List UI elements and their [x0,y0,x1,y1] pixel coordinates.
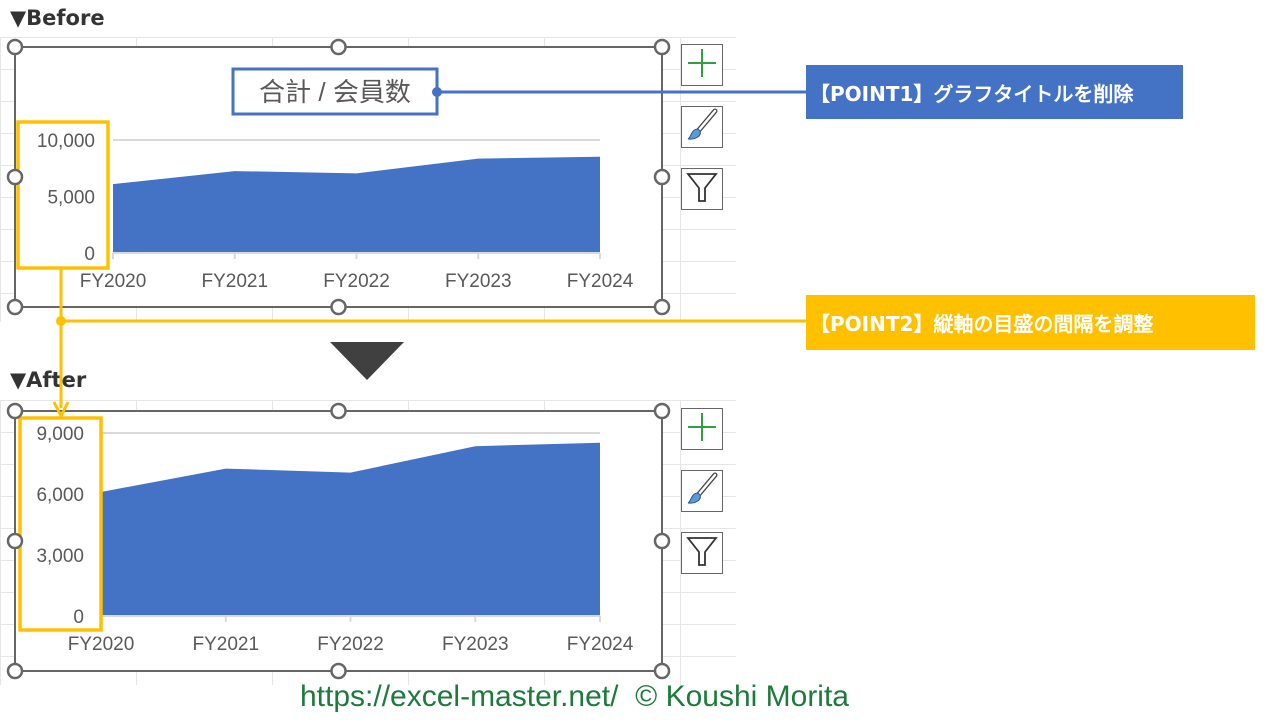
area-series [113,156,600,253]
arrow-head-icon [52,401,70,420]
plus-icon [685,46,719,84]
resize-handle[interactable] [330,298,347,316]
plus-chart-button[interactable] [681,408,723,450]
resize-handle[interactable] [653,402,671,420]
chart-title: 合計 / 会員数 [259,77,411,107]
resize-handle[interactable] [330,402,347,420]
resize-handle[interactable] [653,532,671,550]
footer-credit: https://excel-master.net/ © Koushi Morit… [300,680,849,713]
plus-chart-button[interactable] [681,44,723,86]
filter-icon [685,170,719,208]
brush-icon [685,108,719,146]
resize-handle[interactable] [6,38,24,56]
resize-handle[interactable] [330,38,347,56]
y-tick-label: 10,000 [37,131,95,152]
point1-callout: 【POINT1】グラフタイトルを削除 [806,65,1183,119]
y-tick-label: 0 [73,607,84,628]
brush-icon [685,472,719,510]
x-tick-label: FY2023 [445,271,512,292]
resize-handle[interactable] [6,662,24,680]
resize-handle[interactable] [653,168,671,186]
filter-chart-button[interactable] [681,168,723,210]
before-label: ▼Before [10,6,105,30]
brush-chart-button[interactable] [681,106,723,148]
x-tick-label: FY2022 [317,634,384,655]
x-tick-label: FY2023 [442,634,509,655]
resize-handle[interactable] [653,298,671,316]
chart-title-highlight [231,67,439,116]
point1-connector-dot [432,87,442,97]
resize-handle[interactable] [653,662,671,680]
resize-handle[interactable] [6,168,24,186]
brush-chart-button[interactable] [681,470,723,512]
point2-callout: 【POINT2】縦軸の目盛の間隔を調整 [806,295,1255,350]
x-tick-label: FY2020 [80,271,147,292]
plus-icon [685,410,719,448]
resize-handle[interactable] [6,532,24,550]
resize-handle[interactable] [6,402,24,420]
y-tick-label: 5,000 [47,188,95,209]
down-arrow-icon [330,342,404,380]
y-tick-label: 3,000 [36,546,84,567]
x-tick-label: FY2020 [68,634,135,655]
axis-highlight [16,120,110,270]
after-label: ▼After [10,368,87,392]
y-tick-label: 0 [84,244,95,265]
x-tick-label: FY2024 [567,271,634,292]
area-series [101,442,600,616]
resize-handle[interactable] [6,298,24,316]
filter-chart-button[interactable] [681,532,723,574]
x-tick-label: FY2021 [201,271,268,292]
filter-icon [685,534,719,572]
y-tick-label: 9,000 [36,424,84,445]
x-tick-label: FY2022 [323,271,390,292]
point2-connector-dot [56,316,66,326]
y-tick-label: 6,000 [36,485,84,506]
resize-handle[interactable] [653,38,671,56]
x-tick-label: FY2021 [192,634,259,655]
x-tick-label: FY2024 [567,634,634,655]
resize-handle[interactable] [330,662,347,680]
